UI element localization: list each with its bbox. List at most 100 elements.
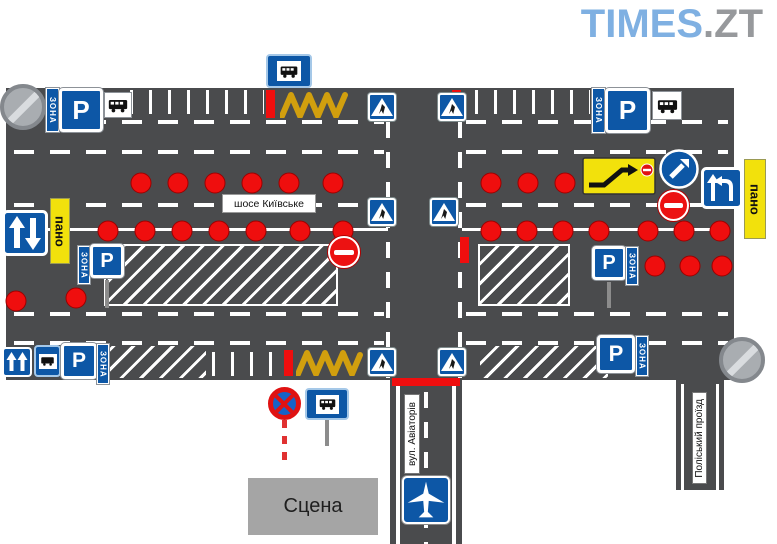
parking-bay-ticks [130,90,264,114]
red-dot [322,172,344,194]
hatched-island [478,244,570,306]
lane-line [466,312,728,316]
lane-line [14,312,384,316]
intersection-line [458,92,462,378]
road-edge-line [681,384,684,490]
hatched-corner [480,346,608,378]
center-line [10,228,388,231]
sign-pole [105,280,109,308]
parking-letter: P [71,349,86,372]
pedestrian-crossing-sign [438,348,466,376]
bus-icon-box [38,353,57,369]
parking-zone-sign: P [597,335,635,373]
red-dot [130,172,152,194]
lane-line [14,120,384,124]
parking-zone-sign: P [61,343,97,379]
parking-letter: P [72,94,90,125]
pano-sign-right: пано [744,159,766,239]
zona-label: ЗОНА [627,252,637,280]
pedestrian-crossing-sign [368,93,396,121]
direction-arrow-circle-sign [659,149,699,189]
bus-icon [108,99,128,112]
red-dot [278,172,300,194]
red-dot [554,172,576,194]
red-dot [552,220,574,242]
sign-pole [607,282,611,308]
lane-line [14,150,384,154]
zona-strip: ЗОНА [636,336,648,376]
pano-label: пано [747,183,763,215]
logo-times: TIMES [580,2,704,46]
pano-sign-left: пано [50,198,70,264]
bus-stop-sign [34,345,61,377]
main-road [6,88,734,380]
bus-stop-zigzag-top [280,92,348,118]
red-dot [241,172,263,194]
street-name: Поліський проїзд [694,398,705,478]
red-dot [588,220,610,242]
grayed-prohibition-sign [0,84,46,130]
road-edge-line [452,386,456,544]
bus-stop-sign [266,54,312,88]
red-dot [289,220,311,242]
red-dot [480,172,502,194]
zona-label: ЗОНА [594,97,603,124]
street-name: вул. Авіаторів [406,402,418,466]
red-barrier [284,350,293,376]
lane-line [14,203,384,207]
red-dot [167,172,189,194]
highway-name: шосе Київське [234,197,304,210]
red-dot [245,220,267,242]
red-dot [711,255,733,277]
street-name-label: вул. Авіаторів [404,394,420,474]
red-dot [709,220,731,242]
red-dot [516,220,538,242]
lane-line [466,203,728,207]
bus-icon [657,99,677,113]
red-dot [637,220,659,242]
highway-name-label: шосе Київське [222,194,316,213]
red-dot [644,255,666,277]
pedestrian-crossing-sign [430,198,458,226]
zona-strip: ЗОНА [626,247,638,285]
zona-strip: ЗОНА [97,344,109,384]
site-logo: TIMES.ZT [581,2,763,47]
bus-icon [41,357,54,366]
airplane-icon [407,481,445,518]
parking-letter: P [100,249,114,272]
zona-strip: ЗОНА [46,88,59,132]
bus-icon-box [277,61,301,81]
no-entry-sign [658,190,689,221]
lane-direction-sign [2,347,32,377]
pedestrian-crossing-sign [438,93,466,121]
red-dot [208,220,230,242]
red-barrier [392,378,460,386]
bus-panel [652,91,682,120]
red-dot [5,290,27,312]
intersection-line [386,92,390,378]
stage-label: Сцена [283,495,343,517]
road-edge-line [396,386,400,544]
red-dot [517,172,539,194]
parking-bay-ticks [475,90,590,114]
red-dot [679,255,701,277]
bus-stop-sign [305,388,349,420]
hatched-island [104,244,338,306]
bus-icon [280,66,298,78]
no-stopping-sign [268,387,301,420]
parking-zone-sign: P [605,88,650,133]
red-dot [134,220,156,242]
zona-strip: ЗОНА [78,246,90,284]
red-dot [171,220,193,242]
red-barrier [266,90,275,118]
zona-strip: ЗОНА [592,88,605,133]
no-entry-sign [328,236,360,268]
turn-directions-sign [701,167,743,209]
street-name-label: Поліський проїзд [692,392,707,484]
red-dot [65,287,87,309]
airport-sign [402,476,450,524]
parking-bay-ticks [212,352,274,376]
stage-block: Сцена [248,478,378,535]
zona-label: ЗОНА [48,96,57,124]
